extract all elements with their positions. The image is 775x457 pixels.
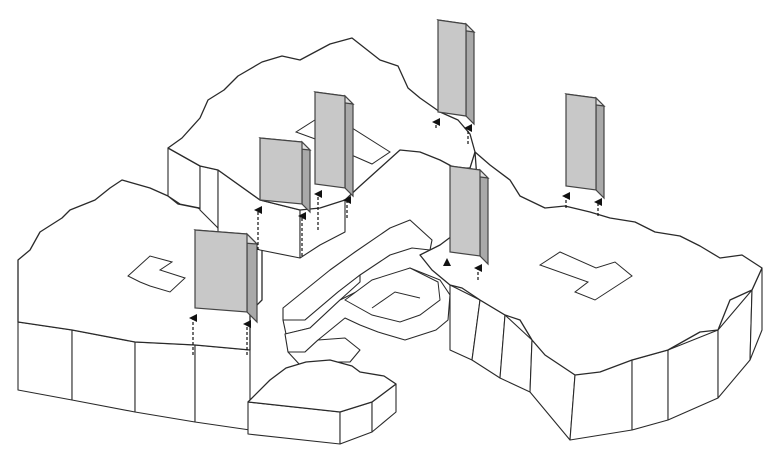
panel-2	[254, 137, 312, 256]
annex-roof	[247, 359, 397, 413]
panel-side-face	[246, 232, 258, 324]
panel-6	[562, 93, 606, 216]
panel-1	[189, 229, 259, 355]
left-wing-wall-front-4	[194, 344, 251, 431]
courtyard-inner-pool	[344, 267, 441, 323]
panel-front-face	[314, 91, 346, 189]
right-wing-wall-6	[631, 349, 669, 431]
left-wing-wall-front	[17, 321, 73, 401]
left-wing-wall-front-2	[71, 329, 136, 413]
central-courtyard	[282, 219, 451, 366]
right-wing-skylight	[538, 251, 633, 301]
left-wing-wall-front-3	[134, 341, 196, 423]
panel-side-face	[344, 94, 354, 198]
panel-front-face	[259, 137, 303, 205]
panel-front-face	[449, 165, 481, 257]
courtyard-inner-pool-ridge	[371, 291, 421, 309]
left-wing-skylight	[127, 255, 186, 293]
solar-panels	[189, 19, 606, 355]
panel-3	[313, 91, 355, 230]
panel-4	[432, 19, 476, 144]
panel-front-face	[194, 229, 248, 313]
panel-side-face	[595, 96, 605, 200]
panel-front-face	[437, 19, 467, 117]
right-wing	[419, 151, 763, 441]
panel-side-face	[301, 140, 311, 214]
panel-side-face	[465, 22, 475, 126]
panel-5	[448, 165, 490, 280]
front-annex	[247, 359, 397, 445]
right-wing-roof	[419, 151, 763, 376]
panel-front-face	[565, 93, 597, 191]
panel-side-face	[479, 168, 489, 266]
